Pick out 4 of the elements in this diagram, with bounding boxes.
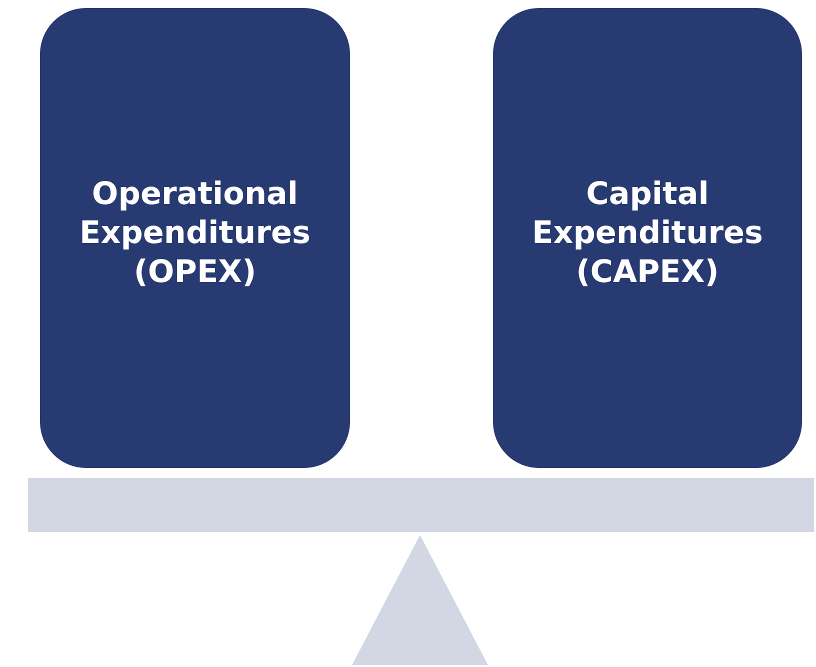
category-card [493,8,802,468]
card-title: Capital Expenditures (CAPEX) [531,174,764,292]
category-card [40,8,350,468]
card-title: Operational Expenditures (OPEX) [78,174,312,292]
